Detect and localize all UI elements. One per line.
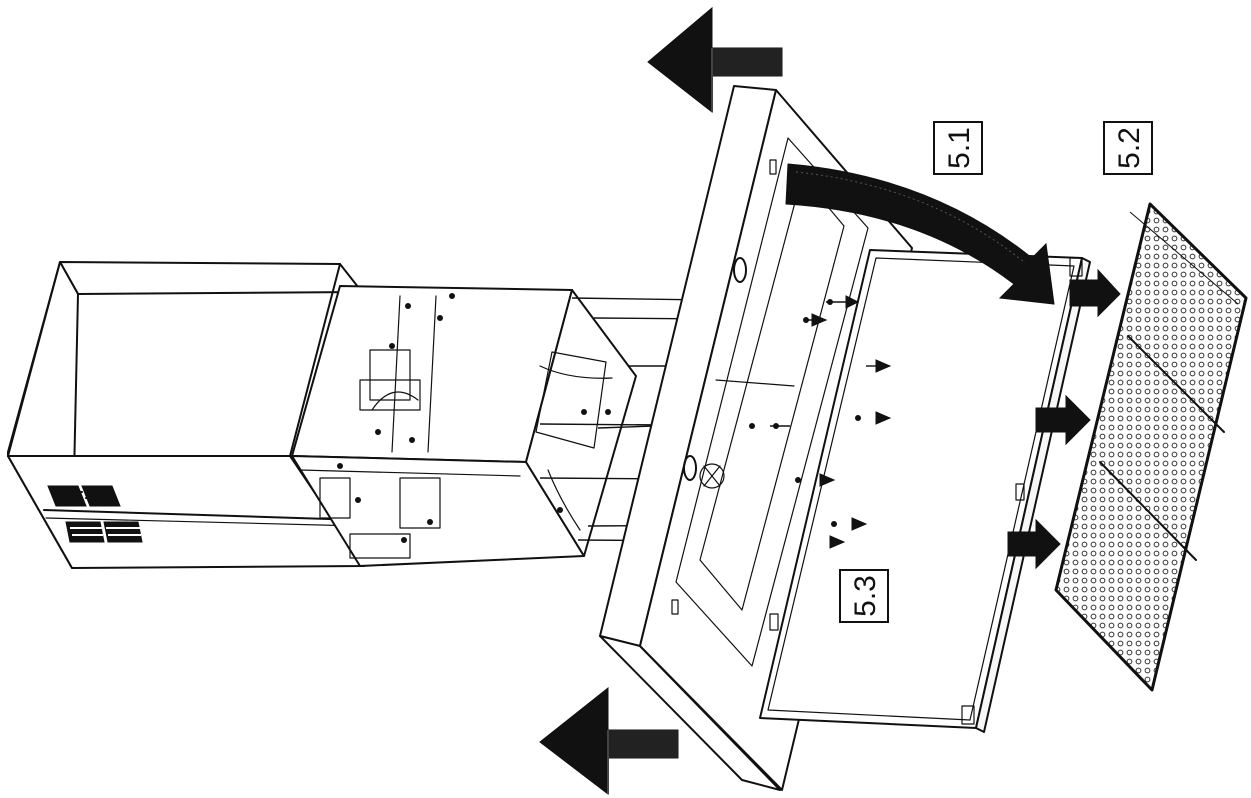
grease-filter xyxy=(1054,202,1248,692)
screw-icon xyxy=(826,295,860,309)
screw-icon xyxy=(831,517,868,531)
vent-grille xyxy=(47,485,143,543)
label-step-5-1: 5.1 xyxy=(933,121,983,175)
duct-body xyxy=(291,285,637,567)
label-step-5-2: 5.2 xyxy=(1103,121,1153,175)
chimney-cover xyxy=(7,261,365,569)
block-arrow-icon xyxy=(1035,394,1091,446)
curved-arrow-icon xyxy=(785,163,1055,305)
block-arrow-icon xyxy=(539,686,679,796)
screw-icon xyxy=(795,473,836,487)
screw-icon xyxy=(803,313,828,327)
screw-icon xyxy=(749,423,790,429)
block-arrow-icon xyxy=(1007,518,1061,570)
screws xyxy=(749,295,892,549)
mounting-holes xyxy=(337,293,611,543)
canopy-hood xyxy=(599,85,913,791)
label-step-5-3: 5.3 xyxy=(839,569,889,623)
label-step-5-1-text: 5.1 xyxy=(943,127,976,169)
screw-icon xyxy=(829,535,846,549)
label-step-5-2-text: 5.2 xyxy=(1113,127,1146,169)
block-arrow-icon xyxy=(647,6,783,114)
block-arrow-icon xyxy=(1069,268,1121,318)
screw-icon xyxy=(855,411,892,425)
label-step-5-3-text: 5.3 xyxy=(849,575,882,617)
screw-icon xyxy=(866,359,892,373)
filter-push-arrows xyxy=(1007,268,1121,570)
